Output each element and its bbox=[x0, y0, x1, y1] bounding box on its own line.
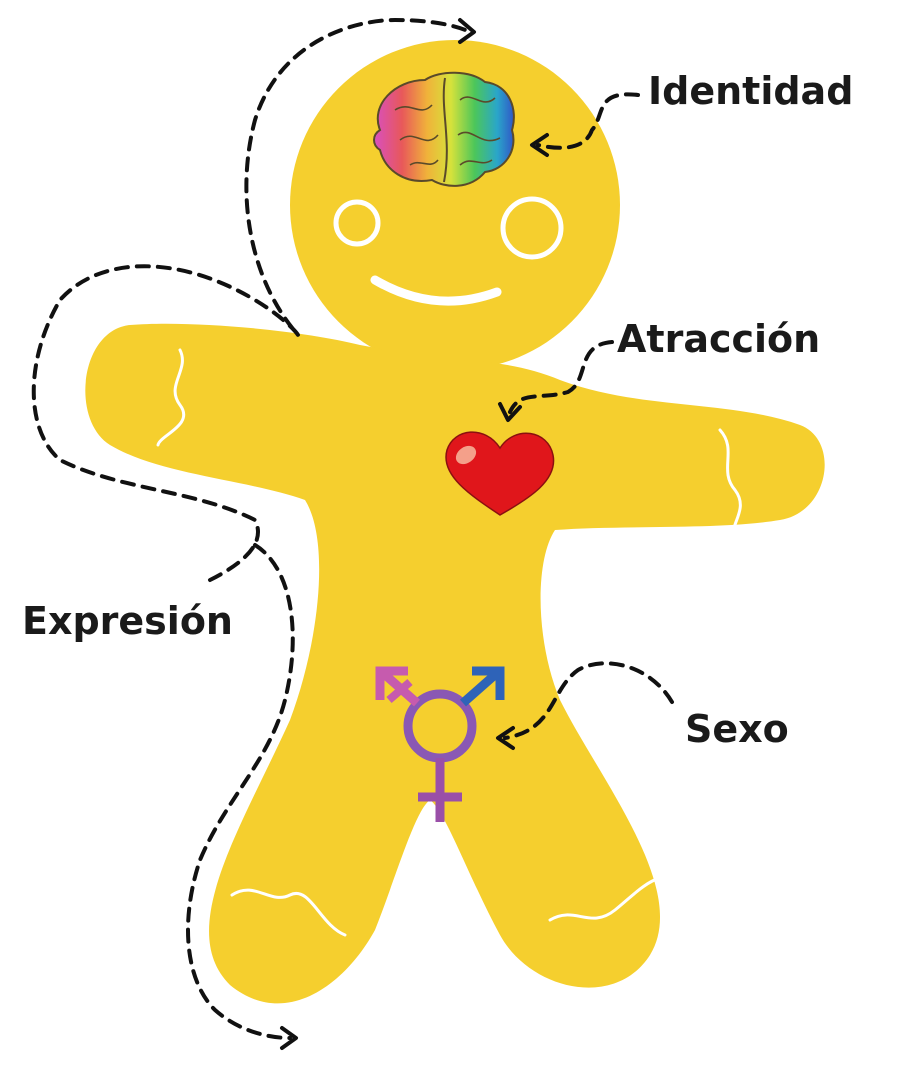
icing-left-leg bbox=[230, 888, 347, 937]
expression-arrowhead-bottom bbox=[280, 1026, 298, 1050]
heart-icon bbox=[445, 431, 555, 516]
gingerbread-head bbox=[290, 40, 620, 370]
expression-arrowhead-top bbox=[458, 18, 476, 44]
rainbow-brain-icon bbox=[373, 71, 515, 187]
gingerbread-figure bbox=[85, 40, 825, 1004]
expression-label: Expresión bbox=[22, 599, 233, 643]
icing-decorations bbox=[156, 348, 742, 937]
smile bbox=[370, 275, 502, 306]
right-eye bbox=[500, 196, 564, 260]
expression-arrow bbox=[31, 17, 472, 582]
attraction-arrowhead bbox=[498, 402, 522, 422]
sex-arrowhead bbox=[496, 726, 515, 750]
sex-arrow bbox=[503, 661, 674, 740]
expression-arrow-lower bbox=[186, 543, 295, 1040]
dashed-arrows bbox=[31, 17, 674, 1050]
gingerbread-body bbox=[85, 323, 825, 1004]
attraction-label: Atracción bbox=[617, 317, 820, 361]
transgender-symbol-icon bbox=[375, 666, 505, 822]
sex-label: Sexo bbox=[685, 707, 789, 751]
face bbox=[333, 196, 564, 306]
identity-arrowhead bbox=[530, 133, 549, 157]
identity-arrow bbox=[536, 92, 640, 150]
icing-right-leg bbox=[548, 876, 662, 922]
left-eye bbox=[333, 199, 381, 247]
identity-label: Identidad bbox=[648, 69, 853, 113]
attraction-arrow bbox=[508, 340, 614, 414]
icing-left-arm bbox=[156, 348, 186, 447]
icing-right-arm bbox=[718, 428, 742, 539]
